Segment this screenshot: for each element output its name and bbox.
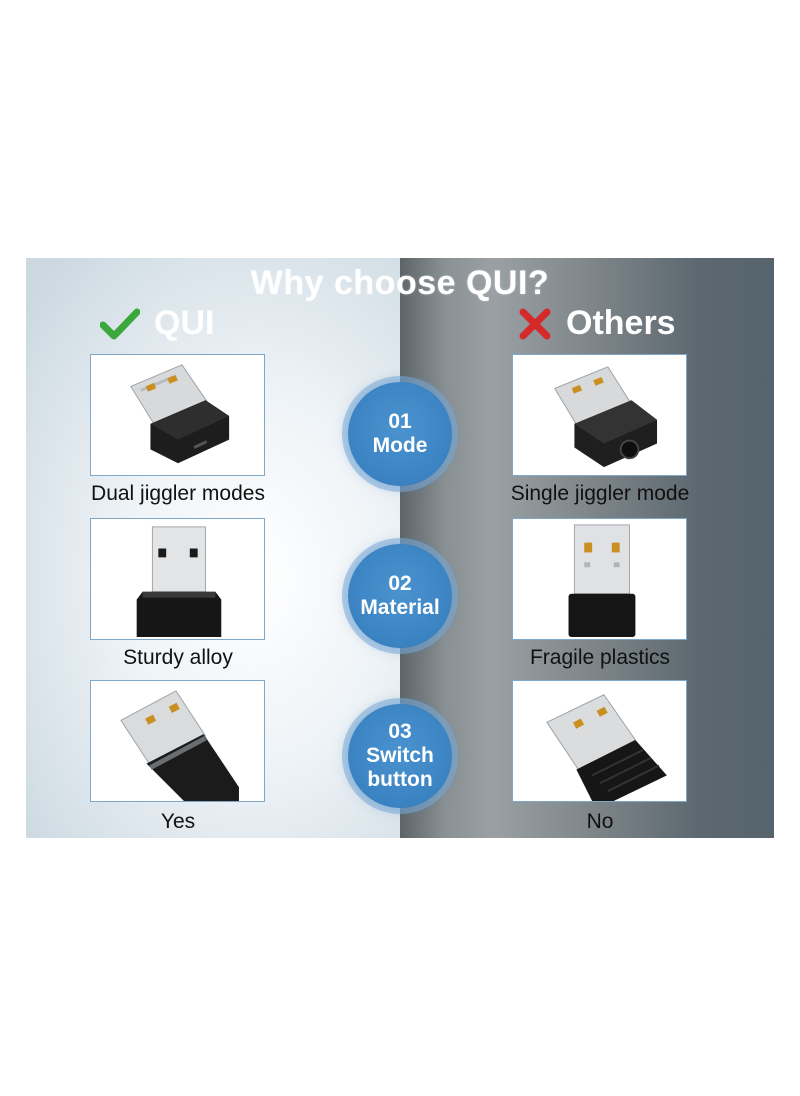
others-caption-1: Single jiggler mode: [510, 482, 690, 505]
others-header: Others: [518, 304, 676, 343]
qui-header: QUI: [100, 304, 214, 343]
others-dongle-image-2: [512, 518, 687, 640]
feature-number-1: 01: [388, 410, 412, 433]
feature-badge-1: 01 Mode: [348, 382, 452, 486]
others-dongle-image-1: [512, 354, 687, 476]
qui-dongle-image-1: [90, 354, 265, 476]
others-header-label: Others: [566, 304, 676, 342]
x-icon: [518, 308, 552, 340]
qui-header-label: QUI: [154, 304, 215, 342]
feature-badge-2: 02 Material: [348, 544, 452, 648]
qui-caption-1: Dual jiggler modes: [91, 482, 265, 505]
feature-label-1: Mode: [372, 434, 428, 457]
qui-dongle-image-2: [90, 518, 265, 640]
feature-label-3a: Switch: [366, 744, 434, 767]
feature-label-2: Material: [360, 596, 440, 619]
feature-number-3: 03: [388, 720, 412, 743]
others-caption-2: Fragile plastics: [529, 646, 671, 669]
feature-badge-3: 03 Switch button: [348, 704, 452, 808]
feature-label-3b: button: [367, 768, 433, 791]
others-dongle-image-3: [512, 680, 687, 802]
others-caption-3: No: [586, 810, 614, 833]
feature-number-2: 02: [388, 572, 412, 595]
qui-caption-2: Sturdy alloy: [123, 646, 233, 669]
qui-caption-3: Yes: [160, 810, 196, 833]
qui-dongle-image-3: [90, 680, 265, 802]
check-icon: [100, 308, 140, 340]
comparison-banner: Why choose QUI? QUI Others Dual jiggler …: [26, 258, 774, 838]
banner-title: Why choose QUI?: [250, 264, 550, 302]
